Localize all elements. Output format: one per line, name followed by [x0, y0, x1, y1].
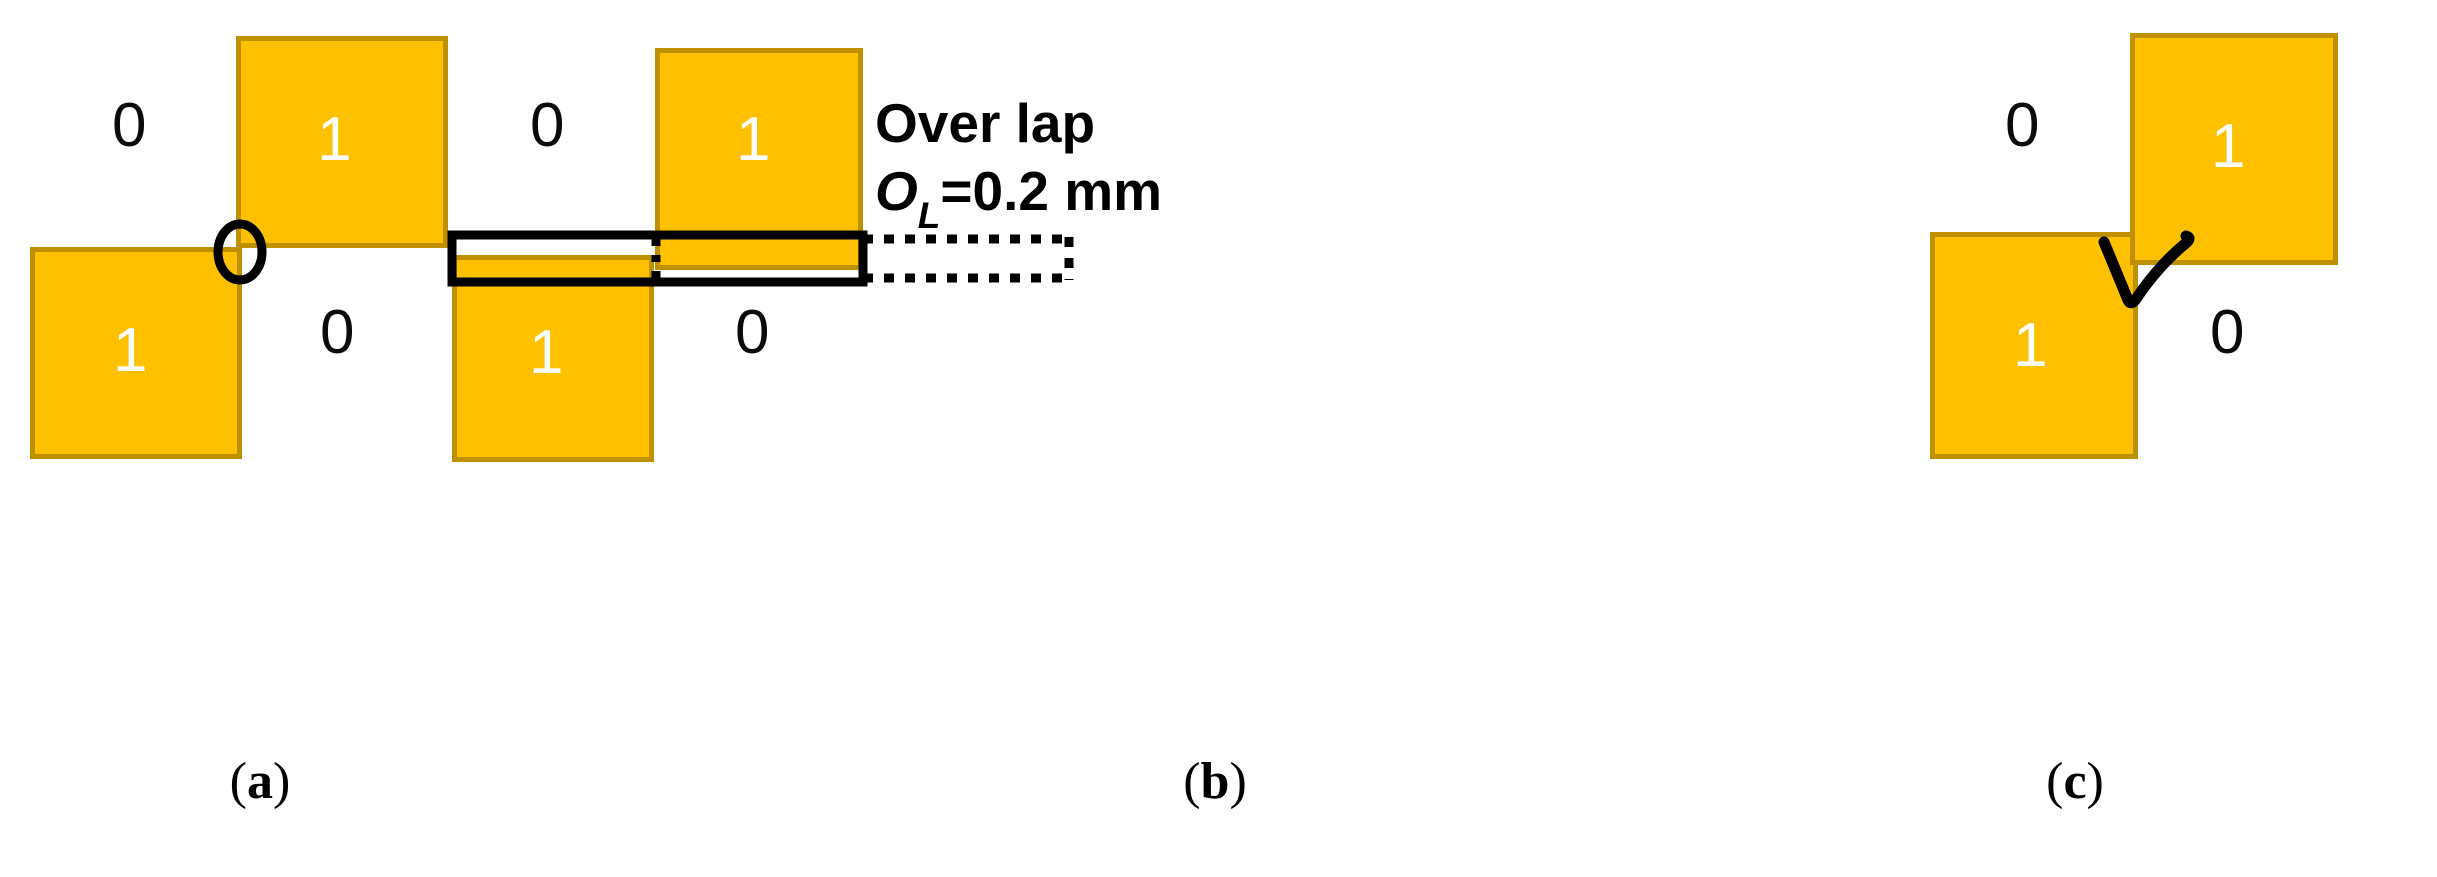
overlap-annotation: Over lap OL=0.2 mm [875, 92, 1163, 235]
panel-b-caption-open: ( [1183, 753, 1201, 810]
panel-c-caption: (c) [1975, 752, 2175, 811]
overlap-symbol-subscript: L [917, 194, 941, 236]
panel-a-caption: (a) [160, 752, 360, 811]
panel-a-caption-close: ) [273, 753, 291, 810]
panel-a-caption-open: ( [229, 753, 247, 810]
overlap-equals: = [940, 159, 973, 222]
panel-c-caption-open: ( [2046, 753, 2064, 810]
panel-b-caption-letter: b [1200, 753, 1230, 810]
overlap-value: 0.2 [972, 159, 1049, 222]
overlap-unit-space [1049, 160, 1064, 222]
overlap-annotation-line2: OL=0.2 mm [875, 159, 1163, 235]
panel-b-void-label-bottom-right: 0 [735, 298, 770, 367]
panel-a-void-label-bottom-right: 0 [320, 298, 355, 367]
panel-a-square-top-right-label: 1 [317, 105, 352, 174]
panel-a-square-bottom-left-label: 1 [113, 316, 148, 385]
panel-a-square-bottom-left: 1 [30, 247, 242, 459]
panel-b-caption-close: ) [1229, 753, 1247, 810]
panel-c-square-bottom-left-label: 1 [2013, 311, 2048, 380]
overlap-symbol: O [875, 159, 918, 222]
overlap-annotation-line1: Over lap [875, 92, 1096, 154]
panel-c-void-label-top-left: 0 [2005, 91, 2040, 160]
panel-b-square-top-right: 1 [655, 48, 863, 270]
panel-c-caption-close: ) [2086, 753, 2104, 810]
panel-c-square-top-right-label: 1 [2211, 112, 2246, 181]
overlap-unit: mm [1064, 159, 1163, 222]
panel-a-void-label-top-left: 0 [112, 91, 147, 160]
panel-c-caption-letter: c [2063, 753, 2087, 810]
panel-b-void-label-top-left: 0 [530, 91, 565, 160]
panel-b-square-bottom-left-label: 1 [529, 318, 564, 387]
panel-b-square-bottom-left: 1 [452, 255, 654, 462]
panel-a-caption-letter: a [247, 753, 273, 810]
panel-c-void-label-bottom-right: 0 [2210, 298, 2245, 367]
panel-c-square-bottom-left: 1 [1930, 232, 2138, 459]
panel-c-square-top-right: 1 [2130, 33, 2338, 265]
panel-a-square-top-right: 1 [236, 36, 448, 248]
panel-b-square-top-right-label: 1 [736, 105, 771, 174]
panel-b-caption: (b) [1115, 752, 1315, 811]
